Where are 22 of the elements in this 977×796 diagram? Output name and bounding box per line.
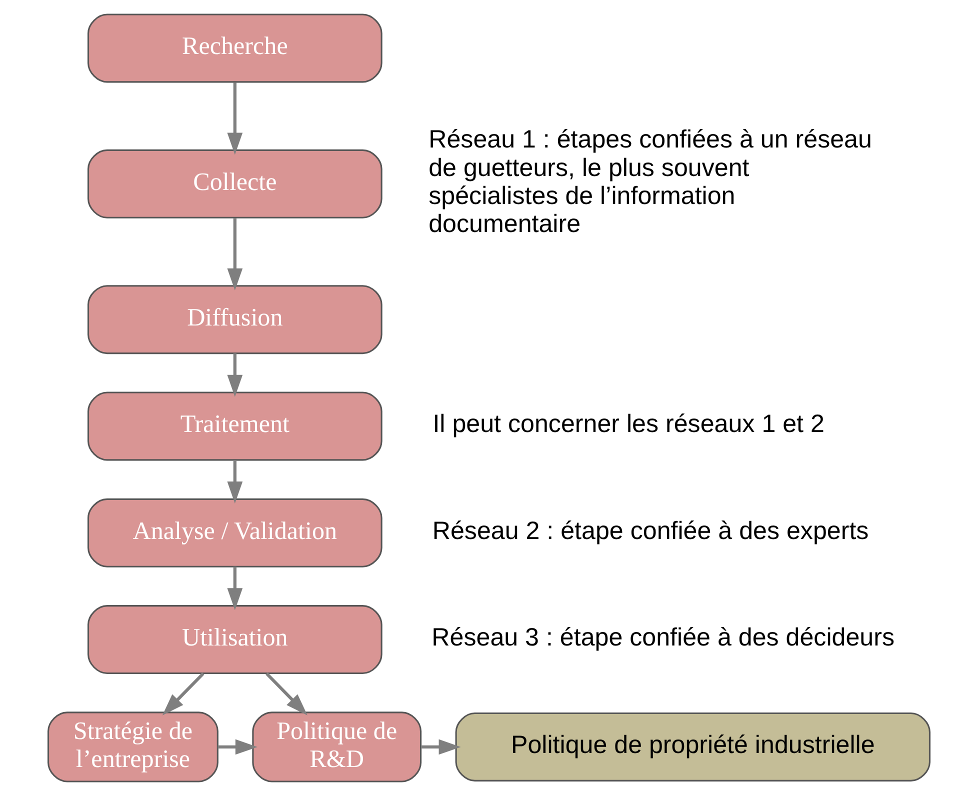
node-box: Stratégie de l’entreprise — [47, 712, 218, 782]
arrow — [226, 218, 242, 290]
node-box: Politique de R&D — [252, 712, 422, 782]
label: Réseau 1 : étapes confiées à un réseau de guetteurs, le plus souvent spécialistes de l’information documentaire — [428, 126, 872, 238]
node-box: Traitement — [86, 392, 382, 461]
arrow — [226, 566, 242, 610]
node-label: Réseau 2 : étape confiée à des experts — [432, 516, 868, 545]
node-label: Réseau 3 : étape confiée à des décideurs — [431, 623, 894, 652]
arrow — [162, 672, 204, 716]
arrow — [217, 739, 257, 755]
node-box: Utilisation — [86, 605, 382, 674]
arrow — [420, 739, 460, 755]
node-box: Politique de propriété industrielle — [454, 712, 930, 782]
node-box: Recherche — [86, 14, 382, 83]
node-box: Analyse / Validation — [86, 498, 382, 568]
node-box: Diffusion — [86, 285, 382, 354]
node-box: Collecte — [86, 149, 382, 218]
arrow — [226, 82, 242, 155]
arrow — [226, 353, 242, 397]
arrow — [265, 672, 307, 716]
node-label: Il peut concerner les réseaux 1 et 2 — [432, 410, 824, 438]
arrow — [226, 460, 242, 504]
